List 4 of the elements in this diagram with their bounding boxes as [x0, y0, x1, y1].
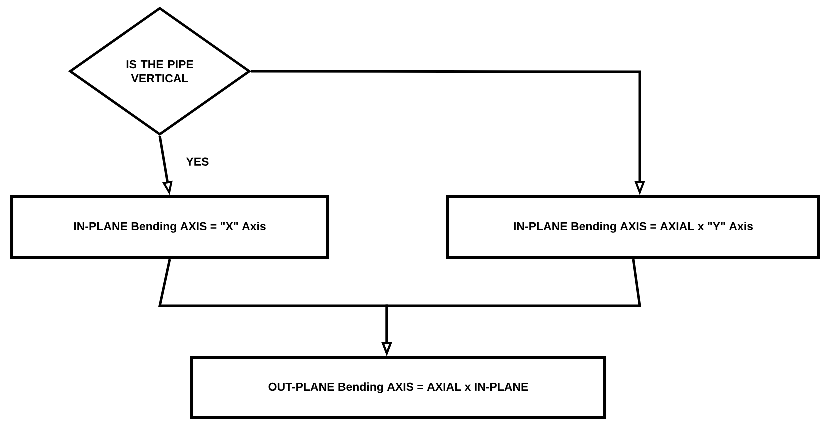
process-box: OUT-PLANE Bending AXIS = AXIAL x IN-PLANE [190, 356, 606, 420]
process-box: IN-PLANE Bending AXIS = AXIAL x "Y" Axis [446, 196, 820, 260]
edge-label: YES [186, 158, 209, 166]
process-box: IN-PLANE Bending AXIS = "X" Axis [10, 196, 330, 260]
